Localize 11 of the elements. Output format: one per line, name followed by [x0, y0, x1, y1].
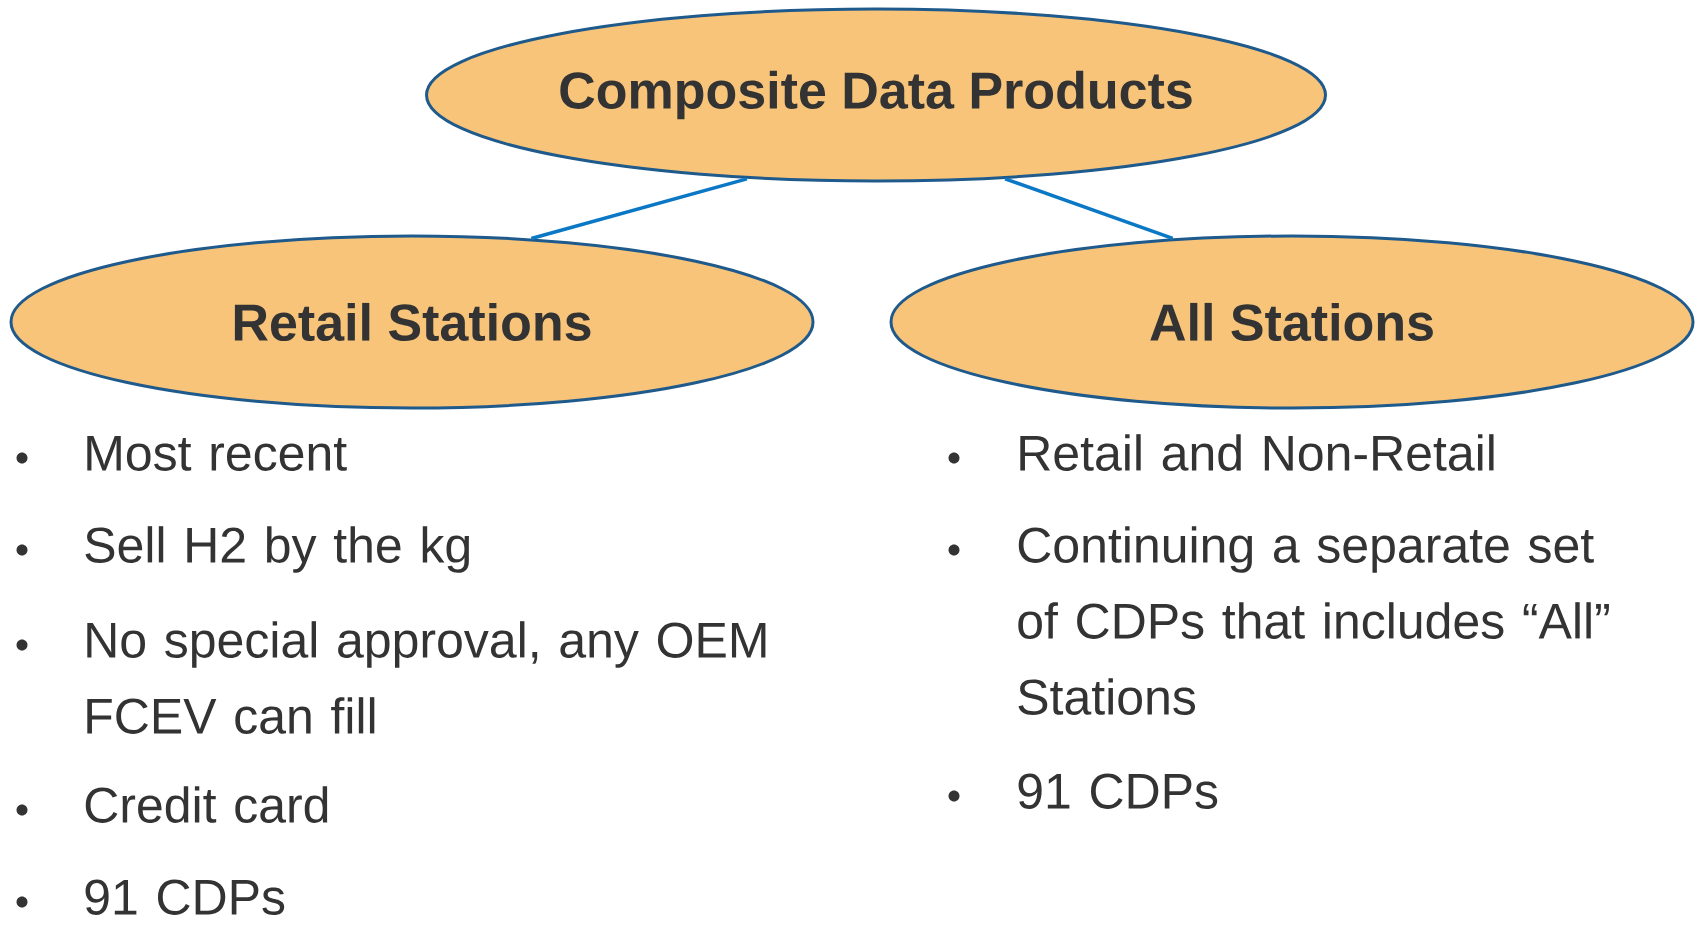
connector-line [530, 177, 748, 241]
bullet-text: 91 CDPs [85, 879, 285, 915]
bullet-text: Sell H2 by the kg [85, 526, 469, 573]
bullet-text: Credit card [85, 786, 328, 823]
connector-line [1004, 177, 1174, 241]
oval-node: All Stations [889, 234, 1695, 410]
oval-node: Composite Data Products [425, 7, 1327, 183]
bullet-text: Continuing a separate set of CDPs that includes “All” Stations [1018, 526, 1609, 715]
bullet-text: 91 CDPs [1018, 773, 1218, 809]
oval-node: Retail Stations [9, 234, 815, 410]
bullet-text: No special approval, any OEM FCEV can fill [87, 621, 766, 734]
